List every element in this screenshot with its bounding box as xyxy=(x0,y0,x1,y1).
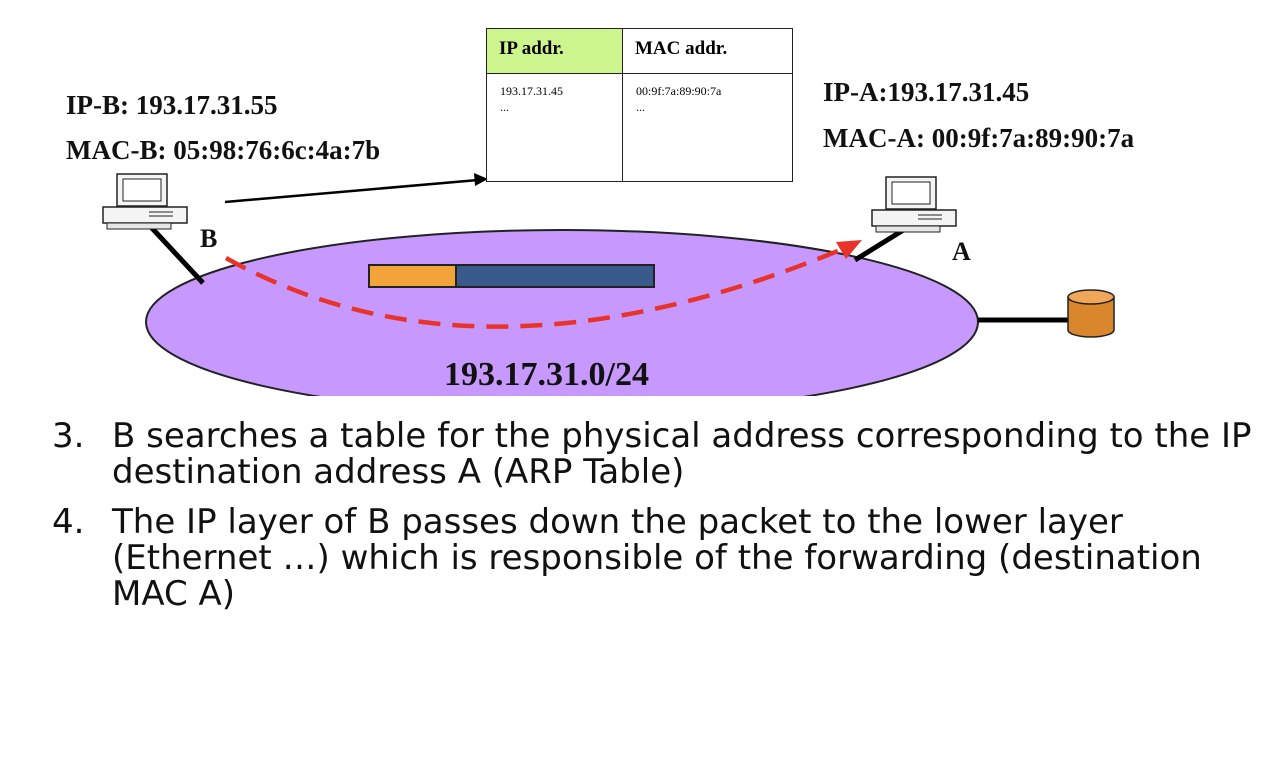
delivery-path xyxy=(224,245,846,329)
database-icon xyxy=(1067,289,1115,338)
arp-table: IP addr. MAC addr. 193.17.31.45 ... 00:9… xyxy=(486,28,793,182)
subnet-label: 193.17.31.0/24 xyxy=(444,356,649,393)
step-3: 3. B searches a table for the physical a… xyxy=(52,418,1252,490)
computer-a-icon xyxy=(871,176,957,233)
computer-b-icon xyxy=(102,173,188,230)
arp-row-mac: 00:9f:7a:89:90:7a xyxy=(636,84,722,98)
arp-cell-ip: 193.17.31.45 ... xyxy=(487,74,623,181)
arp-ellipsis-ip: ... xyxy=(500,100,509,115)
network-diagram xyxy=(102,173,1115,396)
arp-row-ip: 193.17.31.45 xyxy=(500,84,563,98)
arp-lookup-arrowhead xyxy=(474,173,488,186)
host-b-mac: MAC-B: 05:98:76:6c:4a:7b xyxy=(66,135,381,165)
arp-header-ip: IP addr. xyxy=(487,29,623,74)
step-4-text: The IP layer of B passes down the packet… xyxy=(112,502,1202,614)
link-b xyxy=(148,224,205,285)
step-3-text: B searches a table for the physical addr… xyxy=(112,416,1252,492)
steps-list: 3. B searches a table for the physical a… xyxy=(52,418,1252,626)
host-a-letter: A xyxy=(952,237,971,266)
host-a-ip: IP-A:193.17.31.45 xyxy=(823,77,1030,107)
arp-ellipsis-mac: ... xyxy=(636,100,645,115)
step-4: 4. The IP layer of B passes down the pac… xyxy=(52,504,1252,612)
step-3-number: 3. xyxy=(52,416,85,456)
host-a-mac: MAC-A: 00:9f:7a:89:90:7a xyxy=(823,123,1135,153)
arp-lookup-arrow xyxy=(224,178,479,204)
arp-cell-mac: 00:9f:7a:89:90:7a ... xyxy=(623,74,792,181)
host-b-ip: IP-B: 193.17.31.55 xyxy=(66,90,278,120)
packet-header xyxy=(368,264,457,288)
arp-header-mac: MAC addr. xyxy=(623,29,792,74)
packet-payload xyxy=(455,264,655,288)
link-a xyxy=(853,226,907,263)
step-4-number: 4. xyxy=(52,502,85,542)
host-b-letter: B xyxy=(200,224,218,253)
delivery-arrowhead xyxy=(836,240,862,259)
